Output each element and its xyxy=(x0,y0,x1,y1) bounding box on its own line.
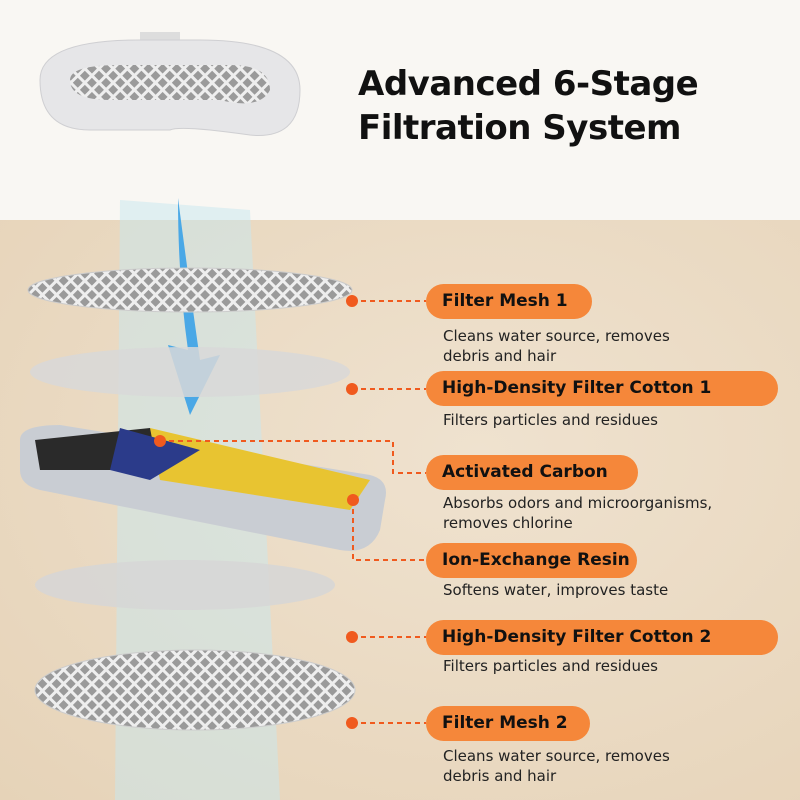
stage-desc-activated-carbon: Absorbs odors and microorganisms,removes… xyxy=(443,494,713,532)
stage-label-filter-cotton-2: High-Density Filter Cotton 2 xyxy=(426,620,778,655)
filter-cotton-2-layer xyxy=(35,560,335,610)
filter-cover-image xyxy=(39,32,301,136)
stage-label-filter-mesh-2: Filter Mesh 2 xyxy=(426,706,590,741)
connector-dots xyxy=(154,295,359,729)
filter-mesh-2-layer xyxy=(34,649,356,731)
stage-desc-filter-cotton-2: Filters particles and residues xyxy=(443,657,658,675)
connector-lines xyxy=(160,300,426,724)
stage-label-filter-mesh-1: Filter Mesh 1 xyxy=(426,284,592,319)
filter-mesh-1-layer xyxy=(27,267,353,313)
stage-desc-ion-exchange-resin: Softens water, improves taste xyxy=(443,581,669,599)
stage-label-ion-exchange-resin: Ion-Exchange Resin xyxy=(426,543,637,578)
stage-label-filter-cotton-1: High-Density Filter Cotton 1 xyxy=(426,371,778,406)
stage-label-activated-carbon: Activated Carbon xyxy=(426,455,638,490)
carbon-tray-layer xyxy=(20,425,386,551)
stage-desc-filter-cotton-1: Filters particles and residues xyxy=(443,411,658,429)
filter-cotton-1-layer xyxy=(30,347,350,397)
